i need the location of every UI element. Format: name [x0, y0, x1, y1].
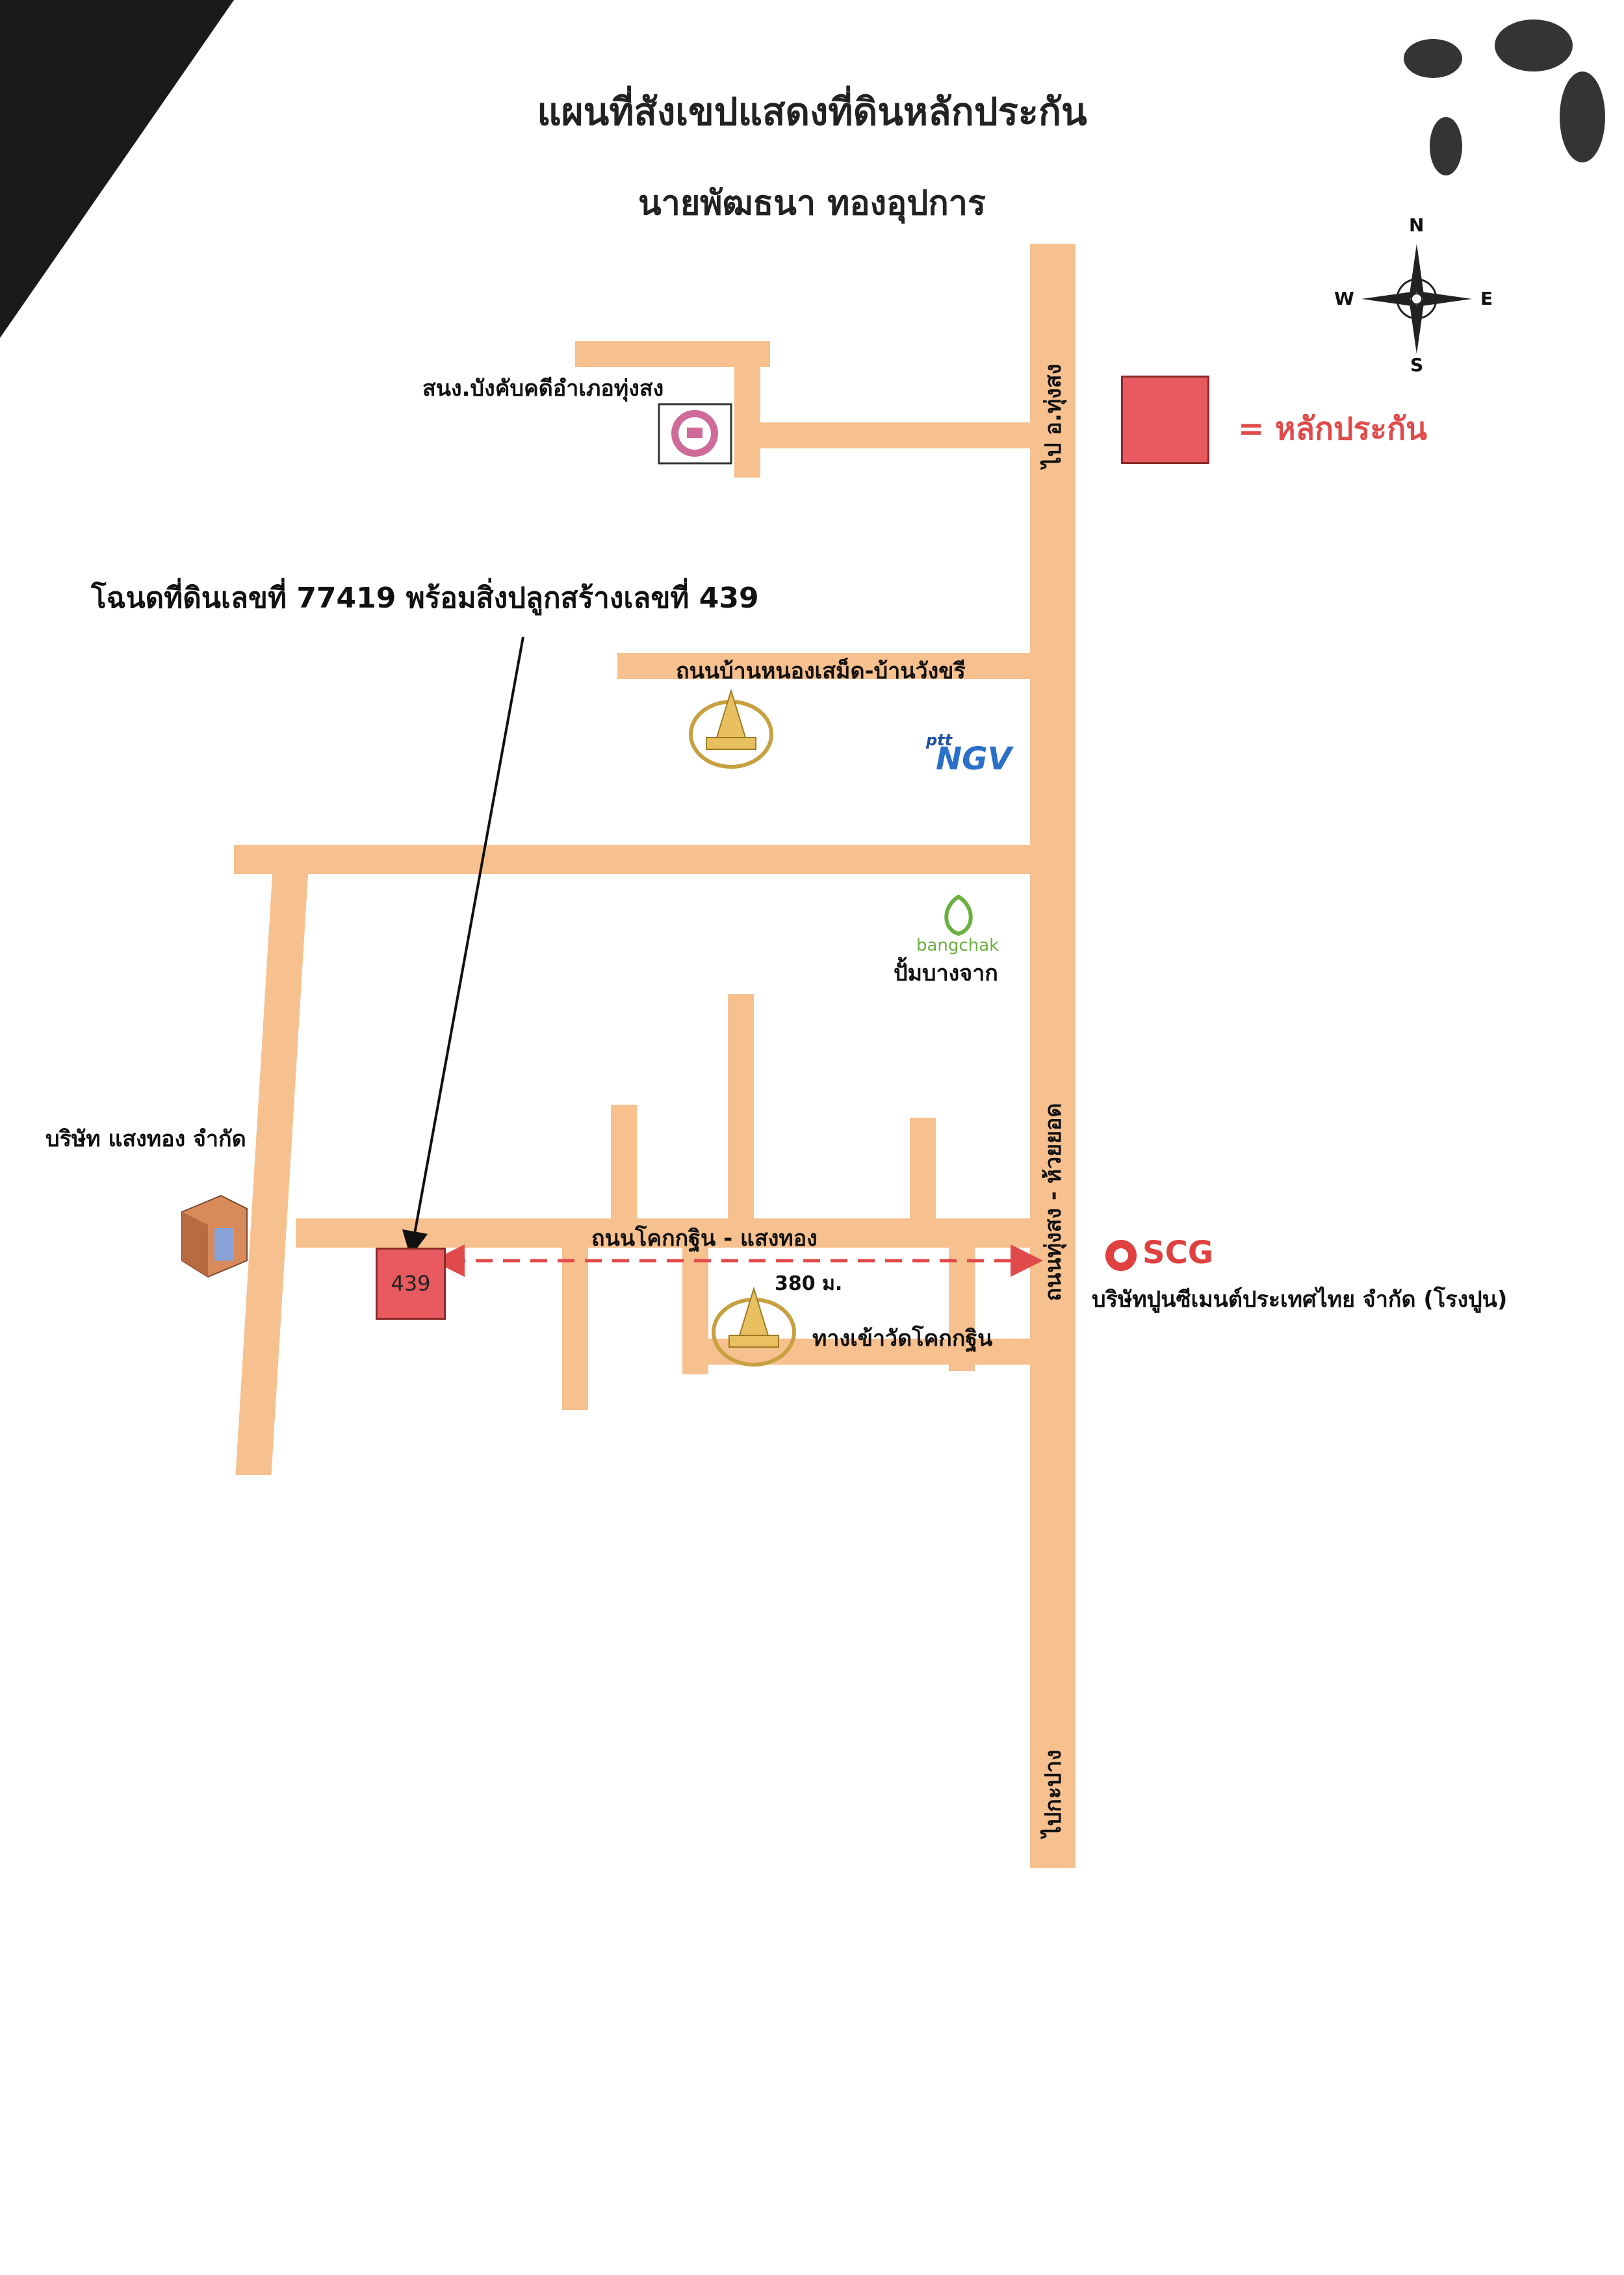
ngv-logo: NGV — [936, 741, 1012, 777]
road-south-label: ไปกะปาง — [1040, 1749, 1066, 1838]
road-main-label: ถนนทุ่งสง - ห้วยยอด — [1040, 1103, 1066, 1302]
road-cross — [234, 845, 1030, 874]
legend-swatch — [1121, 376, 1209, 464]
scg-emblem-icon — [1105, 1240, 1137, 1271]
factory-building-icon — [181, 1194, 248, 1278]
ink-smudge — [1495, 19, 1573, 71]
road-nongsamet — [617, 653, 1030, 679]
distance-label: 380 ม. — [775, 1272, 843, 1295]
map-subtitle: นายพัฒธนา ทองอุปการ — [638, 184, 986, 223]
scan-corner-shadow — [0, 0, 234, 338]
company-saengthong-label: บริษัท แสงทอง จำกัด — [45, 1126, 246, 1152]
scg-company-label: บริษัทปูนซีเมนต์ประเทศไทย จำกัด (โรงปูน) — [1092, 1287, 1508, 1313]
compass-w: W — [1334, 288, 1354, 309]
road-kokkrathin-label: ถนนโคกกฐิน - แสงทอง — [591, 1226, 818, 1252]
ink-smudge — [1404, 39, 1462, 78]
road-south-label-wrap: ไปกะปาง — [1030, 1729, 1076, 1858]
court-label: สนง.บังคับคดีอำเภอทุ่งสง — [422, 376, 664, 402]
road-court-vertical — [734, 341, 760, 478]
compass-icon — [1361, 244, 1472, 354]
road-main-north-south — [1030, 244, 1076, 1868]
bangchak-logo: bangchak — [916, 936, 999, 955]
deed-pointer-arrow — [402, 636, 524, 1257]
ptt-logo: ptt — [926, 731, 953, 749]
temple-emblem-icon — [689, 688, 773, 769]
deed-label: โฉนดที่ดินเลขที่ 77419 พร้อมสิ่งปลูกสร้า… — [91, 582, 759, 615]
parcel-439: 439 — [376, 1248, 446, 1320]
road-side-2 — [611, 1105, 637, 1218]
compass-e: E — [1480, 288, 1493, 309]
temple-entrance-label: ทางเข้าวัดโคกกฐิน — [812, 1326, 993, 1352]
compass-s: S — [1410, 354, 1424, 376]
road-side-3 — [910, 1118, 936, 1218]
scg-logo: SCG — [1142, 1235, 1214, 1271]
legend-label: = หลักประกัน — [1238, 411, 1427, 447]
compass-n: N — [1409, 214, 1424, 236]
temple-emblem-icon — [712, 1286, 796, 1367]
bangchak-leaf-icon — [944, 894, 973, 936]
road-nongsamet-label: ถนนบ้านหนองเสม็ด-บ้านวังขรี — [676, 658, 966, 684]
bangchak-pump-label: ปั้มบางจาก — [894, 960, 998, 986]
road-main-label-wrap: ถนนทุ่งสง - ห้วยยอด — [1030, 1066, 1076, 1339]
road-side-1 — [728, 994, 754, 1218]
road-court-link — [757, 422, 1030, 448]
map-title: แผนที่สังเขปแสดงที่ดินหลักประกัน — [537, 90, 1087, 134]
court-seal-icon — [658, 403, 732, 465]
ink-smudge — [1430, 117, 1462, 175]
ink-smudge — [1560, 71, 1605, 162]
